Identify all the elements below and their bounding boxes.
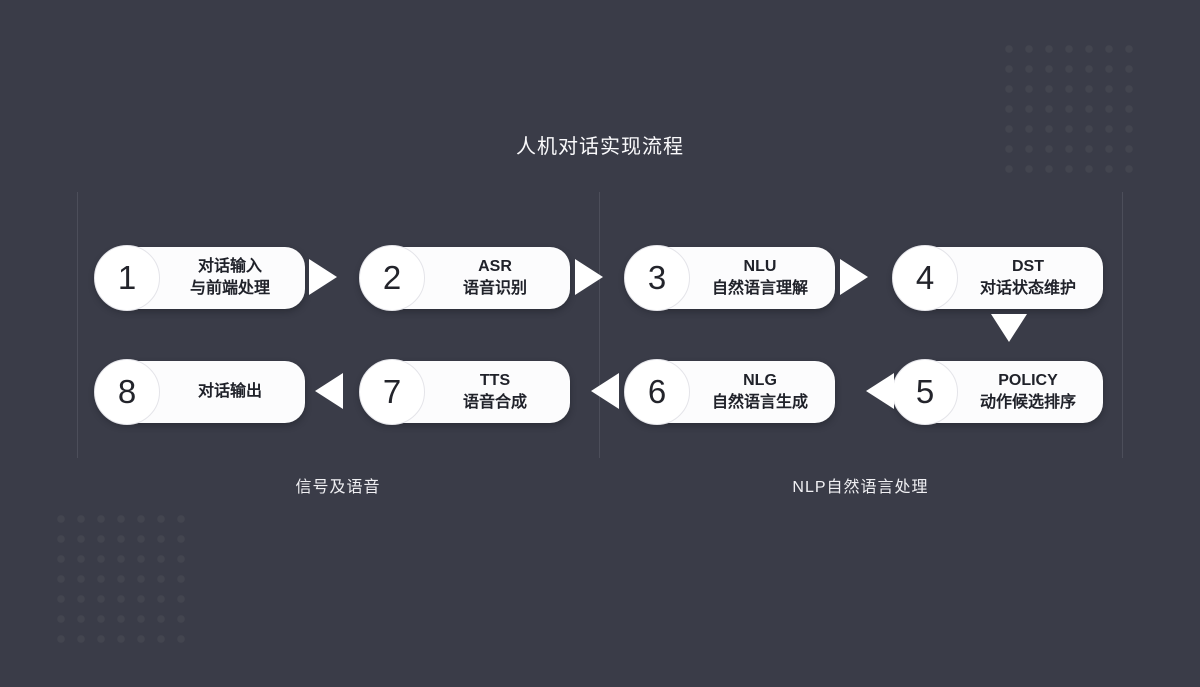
node-label: ASR 语音识别 bbox=[426, 247, 564, 309]
dot-grid-decoration-bottom-left bbox=[51, 509, 191, 649]
arrow-down-icon bbox=[991, 314, 1027, 342]
node-label-line1: DST bbox=[1012, 258, 1044, 276]
node-label-line1: POLICY bbox=[998, 372, 1058, 390]
node-number-badge: 1 bbox=[94, 245, 160, 311]
flow-node-1-dialog-input: 1 对话输入 与前端处理 bbox=[94, 245, 305, 311]
flow-node-3-nlu: 3 NLU 自然语言理解 bbox=[624, 245, 835, 311]
flow-node-6-nlg: 6 NLG 自然语言生成 bbox=[624, 359, 835, 425]
node-label: NLU 自然语言理解 bbox=[691, 247, 829, 309]
flow-node-8-dialog-output: 8 对话输出 bbox=[94, 359, 305, 425]
node-label-line2: 对话状态维护 bbox=[979, 280, 1076, 297]
node-label-line2: 语音合成 bbox=[462, 394, 527, 411]
node-number-badge: 5 bbox=[892, 359, 958, 425]
flow-node-2-asr: 2 ASR 语音识别 bbox=[359, 245, 570, 311]
arrow-left-icon bbox=[866, 373, 894, 409]
node-label-line2: 动作候选排序 bbox=[979, 394, 1076, 411]
node-label-line2: 与前端处理 bbox=[189, 280, 270, 297]
node-number-badge: 7 bbox=[359, 359, 425, 425]
node-label-line1: NLU bbox=[743, 258, 777, 276]
dot-grid-decoration-top-right bbox=[999, 39, 1139, 179]
flow-node-5-policy: 5 POLICY 动作候选排序 bbox=[892, 359, 1103, 425]
node-label: TTS 语音合成 bbox=[426, 361, 564, 423]
section-divider-middle bbox=[599, 192, 600, 458]
node-label-line2: 自然语言理解 bbox=[711, 280, 808, 297]
node-label: 对话输出 bbox=[161, 361, 299, 423]
node-label: 对话输入 与前端处理 bbox=[161, 247, 299, 309]
node-label-line1: 对话输出 bbox=[197, 383, 262, 401]
node-label-line1: ASR bbox=[478, 258, 512, 276]
node-number-badge: 2 bbox=[359, 245, 425, 311]
section-divider-left bbox=[77, 192, 78, 458]
node-number-badge: 4 bbox=[892, 245, 958, 311]
section-divider-right bbox=[1122, 192, 1123, 458]
diagram-title: 人机对话实现流程 bbox=[516, 136, 684, 158]
flow-node-7-tts: 7 TTS 语音合成 bbox=[359, 359, 570, 425]
arrow-right-icon bbox=[840, 259, 868, 295]
arrow-right-icon bbox=[309, 259, 337, 295]
node-number-badge: 3 bbox=[624, 245, 690, 311]
section-label-nlp: NLP自然语言处理 bbox=[792, 479, 929, 496]
node-label-line2: 语音识别 bbox=[462, 280, 527, 297]
node-label: POLICY 动作候选排序 bbox=[959, 361, 1097, 423]
arrow-left-icon bbox=[591, 373, 619, 409]
node-number-badge: 6 bbox=[624, 359, 690, 425]
node-label-line2: 自然语言生成 bbox=[711, 394, 808, 411]
arrow-left-icon bbox=[315, 373, 343, 409]
node-label-line1: TTS bbox=[479, 372, 511, 390]
flow-node-4-dst: 4 DST 对话状态维护 bbox=[892, 245, 1103, 311]
node-label: DST 对话状态维护 bbox=[959, 247, 1097, 309]
node-label-line1: NLG bbox=[743, 372, 777, 390]
section-label-signal-speech: 信号及语音 bbox=[295, 479, 381, 496]
node-label-line1: 对话输入 bbox=[197, 258, 262, 276]
node-label: NLG 自然语言生成 bbox=[691, 361, 829, 423]
node-number-badge: 8 bbox=[94, 359, 160, 425]
